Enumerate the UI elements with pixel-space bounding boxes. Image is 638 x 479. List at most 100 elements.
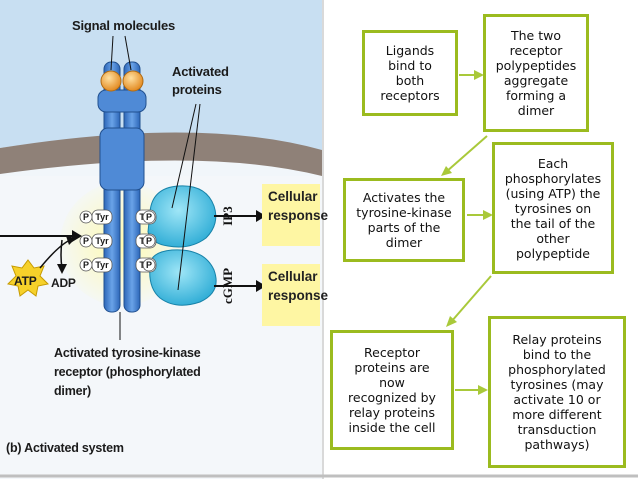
step-line: phosphorylates	[504, 170, 602, 186]
signal-molecules-label: Signal molecules	[72, 18, 176, 33]
signal-molecule-right	[122, 70, 144, 92]
signal-pointer-right	[124, 35, 132, 71]
activated-proteins-label-line1: Activated	[172, 64, 229, 79]
extracellular-region	[0, 0, 322, 150]
input-arrowhead	[72, 230, 82, 242]
panel-caption: (b) Activated system	[6, 441, 124, 455]
step-line: other	[536, 230, 570, 246]
step-line: Ligands	[385, 43, 435, 58]
atp-star	[6, 259, 50, 297]
step-line: both	[395, 73, 425, 88]
receptor-caption: Activated tyrosine-kinase receptor (phos…	[54, 344, 201, 401]
step-line: (using ATP) the	[505, 185, 601, 201]
step-box-recognized: Receptor proteins are now recognized by …	[330, 330, 454, 450]
cellular-response-upper: Cellular response	[262, 184, 329, 246]
relay-protein-upper	[147, 185, 217, 248]
phosphate-label: P	[83, 260, 89, 270]
step-line: polypeptides	[495, 58, 577, 73]
phosphate-label: P	[146, 236, 152, 246]
receptor-caption-line1: Activated tyrosine-kinase	[54, 346, 201, 360]
step-line: tyrosines (may	[510, 377, 604, 392]
phosphate-circle	[142, 258, 156, 272]
step-line: inside the cell	[348, 420, 436, 435]
step-line: recognized by	[348, 390, 436, 405]
step-box-dimer-forms: The two receptor polypeptides aggregate …	[483, 14, 589, 132]
phosphate-circle	[142, 210, 156, 224]
receptor-dimer	[97, 61, 147, 313]
step-box-activates-kinase: Activates the tyrosine-kinase parts of t…	[343, 178, 465, 262]
step-line: Receptor	[364, 345, 420, 360]
step-text: Each phosphorylates (using ATP) the tyro…	[505, 156, 601, 261]
step-line: phosphorylated	[508, 362, 606, 377]
step-text: Activates the tyrosine-kinase parts of t…	[356, 190, 451, 250]
phosphate-label: P	[146, 260, 152, 270]
activated-proteins-pointer-2	[177, 103, 201, 291]
step-line: dimer	[517, 103, 555, 118]
phosphate-circle	[79, 258, 93, 272]
plasma-membrane	[0, 132, 322, 176]
step-line: parts of the	[367, 220, 441, 235]
phosphate-circle	[79, 210, 93, 224]
step-line: receptors	[380, 88, 440, 103]
cgmp-label: cGMP	[220, 267, 235, 305]
step-line: now	[379, 375, 405, 390]
phosphate-circle	[79, 234, 93, 248]
phosphate-label: P	[83, 236, 89, 246]
activated-proteins-pointer-1	[171, 103, 197, 209]
receptor-caption-line2: receptor (phosphorylated	[54, 365, 201, 379]
step-line: bind to the	[522, 347, 592, 362]
phosphate-circle	[142, 234, 156, 248]
adp-label: ADP	[51, 276, 76, 290]
step-text: Receptor proteins are now recognized by …	[348, 345, 436, 435]
step-line: the tail of the	[510, 215, 596, 231]
phosphate-label: P	[146, 212, 152, 222]
step-line: activate 10 or	[513, 392, 601, 407]
step-line: aggregate	[503, 73, 569, 88]
step-box-phosphorylates: Each phosphorylates (using ATP) the tyro…	[492, 142, 614, 274]
atp-label: ATP	[14, 274, 37, 288]
signal-molecule-left	[100, 70, 122, 92]
step-line: bind to	[388, 58, 432, 73]
tyr-label: Tyr	[95, 212, 109, 222]
ip3-label: IP3	[220, 206, 235, 226]
step-line: The two	[511, 28, 561, 43]
step-text: Relay proteins bind to the phosphorylate…	[508, 332, 606, 452]
step-line: transduction	[517, 422, 597, 437]
tyr-phosphate-tag: Tyr P	[79, 257, 113, 273]
step-box-ligands-bind: Ligands bind to both receptors	[362, 30, 458, 116]
step-line: pathways)	[524, 437, 590, 452]
step-line: forming a	[505, 88, 567, 103]
adp-arrowhead	[57, 264, 67, 274]
step-line: tyrosines on	[514, 200, 592, 216]
step-line: Activates the	[362, 190, 446, 205]
relay-protein-lower	[149, 249, 217, 306]
receptor-caption-line3: dimer)	[54, 384, 92, 398]
step-line: tyrosine-kinase	[356, 205, 452, 220]
step-line: relay proteins	[348, 405, 435, 420]
step-line: dimer	[385, 235, 423, 250]
flow-arrows	[441, 70, 493, 395]
cellular-response-upper-line2: response	[268, 208, 329, 223]
step-line: Each	[537, 155, 569, 171]
phosphate-label: P	[83, 212, 89, 222]
response-arrows	[214, 210, 266, 292]
step-text: Ligands bind to both receptors	[380, 43, 439, 103]
tyr-label: Tyr	[95, 260, 109, 270]
tyr-phosphate-tag: Tyr P	[79, 209, 113, 225]
step-line: proteins are	[354, 360, 430, 375]
cellular-response-lower: Cellular response	[262, 264, 328, 326]
step-box-relay-bind: Relay proteins bind to the phosphorylate…	[488, 316, 626, 468]
step-line: receptor	[509, 43, 563, 58]
cellular-response-upper-line1: Cellular	[268, 189, 318, 204]
step-line: more different	[512, 407, 602, 422]
step-line: Relay proteins	[512, 332, 602, 347]
signal-pointer-left	[110, 35, 114, 71]
tyrosine-tags: TyrPTyrPTyrPTyrPTyrPTyrP	[79, 209, 157, 273]
cellular-response-lower-line1: Cellular	[268, 269, 318, 284]
